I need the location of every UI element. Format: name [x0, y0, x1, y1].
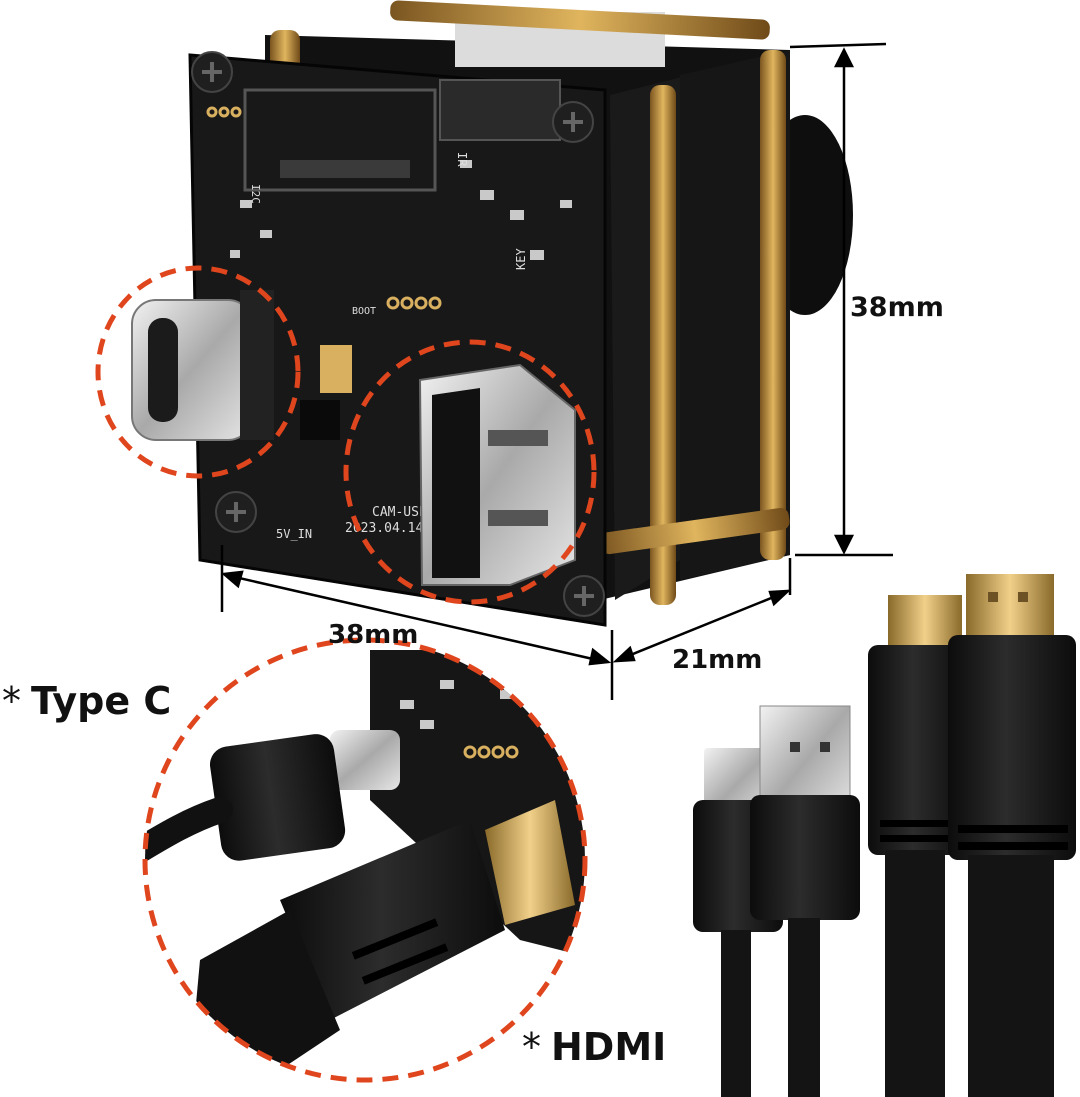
smd-parts	[230, 160, 572, 260]
type-c-label: Type C	[31, 679, 172, 723]
hdmi-cable	[868, 574, 1076, 1097]
asterisk-icon: *	[2, 679, 21, 723]
ribbon-connector	[243, 88, 437, 192]
usb-c-port	[131, 290, 274, 441]
silkscreen-date: 2023.04.14	[345, 521, 423, 536]
width-dimension-label: 38mm	[328, 620, 419, 650]
zoom-highlight-circle	[142, 637, 588, 1083]
usb-cable	[693, 705, 860, 1097]
hdmi-callout: *HDMI	[522, 1028, 666, 1066]
zoom-hdmi-plug	[485, 800, 575, 925]
hdmi-cable-lead-2	[968, 855, 1054, 1097]
pin-header	[280, 160, 410, 178]
standoff	[760, 50, 786, 560]
screw	[563, 575, 605, 617]
depth-dimension-line	[617, 590, 787, 662]
silkscreen-boot: BOOT	[352, 306, 376, 317]
hdmi-plug-tip-2	[966, 574, 1054, 644]
silkscreen-power: 5V_IN	[276, 527, 312, 541]
height-dimension-label: 38mm	[850, 292, 944, 323]
hdmi-label: HDMI	[551, 1025, 667, 1069]
usb-a-plug-body	[750, 795, 860, 920]
hdmi-plug-body-1	[868, 645, 968, 855]
hdmi-port	[418, 363, 576, 586]
zoom-inset	[142, 637, 588, 1083]
screw	[191, 51, 233, 93]
asterisk-icon: *	[522, 1025, 541, 1069]
usb-c-cable-lead	[721, 930, 751, 1097]
dimension-lines	[220, 42, 893, 700]
depth-dimension-label: 21mm	[672, 645, 763, 675]
crystal	[320, 345, 352, 393]
silkscreen-ir: IR	[455, 152, 469, 167]
screw	[215, 491, 257, 533]
camera-module: 2023.04.14 CAM-USB 5V_IN KEY BOOT IR I2C	[95, 0, 853, 627]
hdmi-highlight-circle	[343, 339, 597, 605]
standoff	[600, 507, 790, 555]
zoom-usb-c-overmold	[210, 734, 346, 861]
chip	[300, 400, 340, 440]
width-dimension-line	[225, 573, 607, 664]
zoom-hdmi-overmold	[280, 820, 505, 1020]
usb-c-highlight-circle	[95, 265, 301, 479]
chip	[439, 79, 561, 141]
silkscreen-key: KEY	[514, 248, 528, 270]
standoff	[650, 85, 676, 605]
usb-a-cable-lead	[788, 918, 820, 1097]
standoff	[390, 0, 770, 40]
hdmi-plug-body-2	[948, 635, 1076, 860]
screw	[552, 101, 594, 143]
silkscreen-model: CAM-USB	[372, 505, 427, 520]
boot-pads	[206, 106, 442, 310]
silkscreen-i2c: I2C	[249, 184, 262, 204]
type-c-callout: *Type C	[2, 682, 171, 720]
zoom-usb-c-plug	[330, 730, 400, 790]
hdmi-cable-lead-1	[885, 850, 945, 1097]
